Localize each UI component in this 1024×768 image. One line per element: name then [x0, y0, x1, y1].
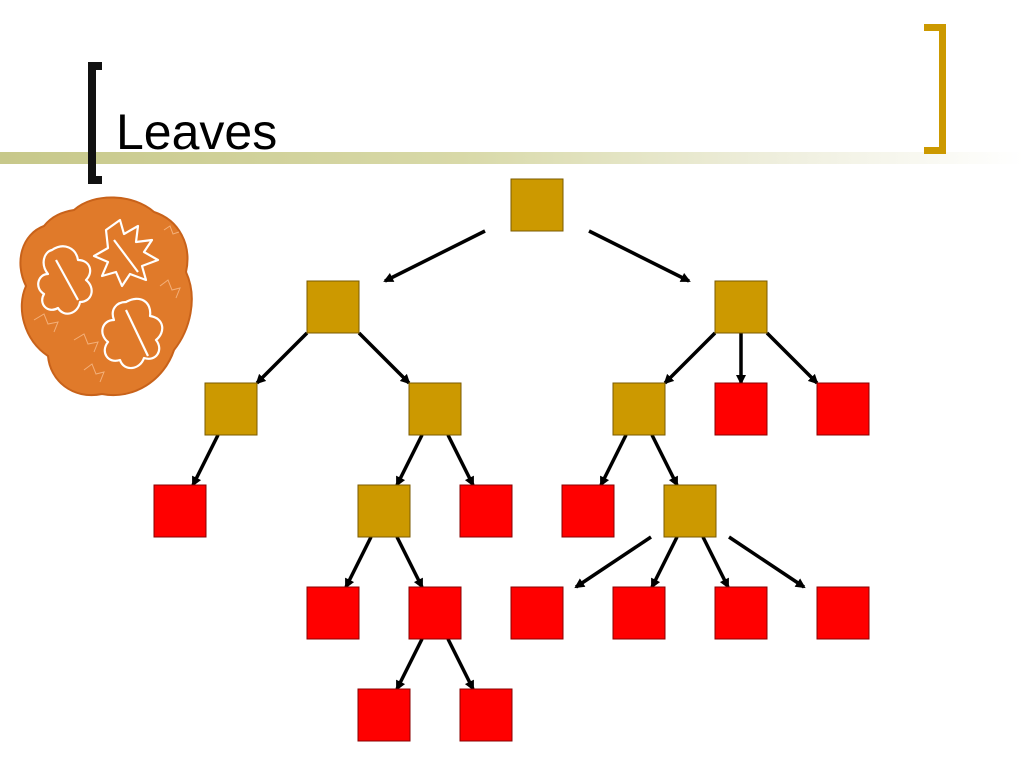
tree-nodes: [153, 178, 870, 742]
left-title-bracket: [88, 62, 102, 184]
tree-edge-arrow: [446, 434, 475, 487]
internal-node: [204, 382, 258, 436]
leaf-node: [306, 586, 360, 640]
tree-edge-arrow: [446, 638, 475, 691]
title-underline-rule: [0, 152, 1024, 164]
tree-edge-arrow: [599, 434, 628, 487]
internal-node: [306, 280, 360, 334]
tree-edge-arrow: [663, 331, 717, 385]
autumn-leaves-clipart-icon: [19, 196, 193, 397]
tree-edge-arrow: [344, 536, 373, 589]
tree-edge-arrow: [395, 434, 424, 487]
tree-edge-arrow: [255, 331, 309, 385]
right-corner-bracket: [924, 24, 946, 154]
leaf-node: [561, 484, 615, 538]
leaf-node: [816, 382, 870, 436]
tree-edge-arrow: [650, 536, 679, 589]
internal-node: [408, 382, 462, 436]
leaf-node: [153, 484, 207, 538]
leaf-node: [612, 586, 666, 640]
internal-node: [357, 484, 411, 538]
internal-node: [510, 178, 564, 232]
leaf-node: [714, 382, 768, 436]
tree-edge-arrow: [395, 536, 424, 589]
leaf-node: [459, 688, 513, 742]
tree-edge-arrow: [191, 434, 220, 487]
internal-node: [612, 382, 666, 436]
tree-edge-arrow: [383, 229, 486, 283]
tree-edge-arrow: [765, 331, 819, 385]
tree-edge-arrow: [701, 536, 730, 589]
tree-edge-arrow: [357, 331, 411, 385]
internal-node: [663, 484, 717, 538]
tree-edge-arrow: [574, 535, 652, 589]
leaf-node: [357, 688, 411, 742]
leaf-node: [714, 586, 768, 640]
tree-edge-arrow: [650, 434, 679, 487]
leaf-node: [459, 484, 513, 538]
leaf-node: [510, 586, 564, 640]
leaf-node: [816, 586, 870, 640]
page-title: Leaves: [116, 104, 278, 160]
tree-edge-arrow: [728, 535, 806, 589]
clipart-leaf-texture: [33, 225, 181, 383]
leaf-node: [408, 586, 462, 640]
clipart-leaf-outlines: [37, 218, 164, 370]
tree-edges: [191, 229, 819, 691]
tree-edge-arrow: [588, 229, 691, 283]
internal-node: [714, 280, 768, 334]
tree-edge-arrow: [395, 638, 424, 691]
